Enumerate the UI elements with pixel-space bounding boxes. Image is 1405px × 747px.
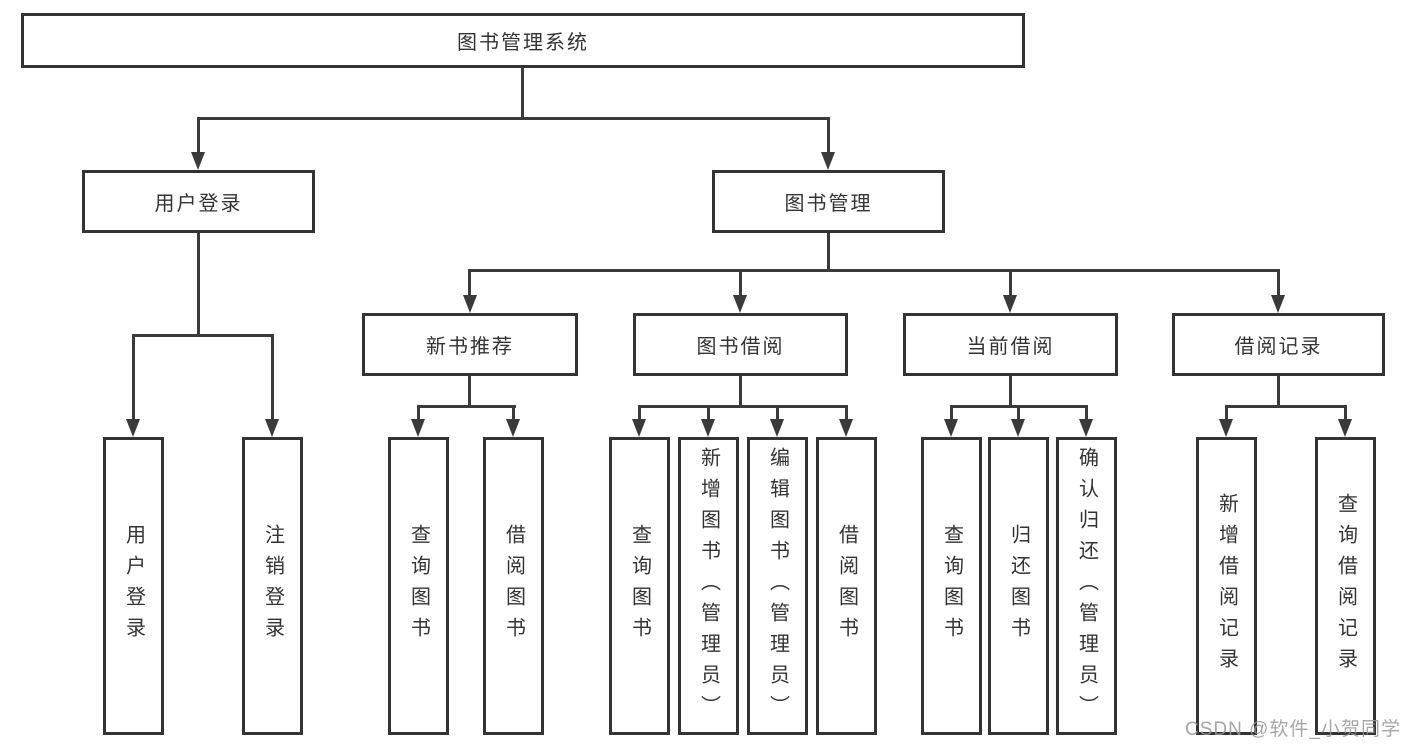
arrow-down-icon <box>265 419 279 437</box>
leaf-return-book: 归还图书 <box>988 437 1049 735</box>
arrow-down-icon <box>632 419 646 437</box>
connector-line <box>521 68 524 118</box>
connector-line <box>1225 405 1228 420</box>
arrow-down-icon <box>839 419 853 437</box>
connector-line <box>468 269 471 296</box>
watermark: CSDN @软件_小贺同学 <box>1185 719 1401 740</box>
leaf-add-borrow-record: 新增借阅记录 <box>1196 437 1257 735</box>
arrow-down-icon <box>126 419 140 437</box>
connector-line <box>417 405 420 420</box>
arrow-down-icon <box>1338 419 1352 437</box>
connector-line <box>1009 269 1012 296</box>
leaf-borrow-book-2: 借阅图书 <box>816 437 877 735</box>
leaf-confirm-return-admin: 确认归还（管理员） <box>1056 437 1117 735</box>
connector-line <box>739 269 742 296</box>
node-new-book-recommend: 新书推荐 <box>362 313 578 376</box>
arrow-down-icon <box>1011 419 1025 437</box>
connector-line <box>417 405 516 408</box>
connector-line <box>197 117 830 120</box>
arrow-down-icon <box>821 152 835 170</box>
connector-line <box>638 405 641 420</box>
leaf-borrow-book-1: 借阅图书 <box>483 437 544 735</box>
leaf-query-book-3: 查询图书 <box>921 437 982 735</box>
connector-line <box>197 233 200 335</box>
leaf-logout: 注销登录 <box>242 437 303 735</box>
arrow-down-icon <box>1079 419 1093 437</box>
connector-line <box>197 117 200 153</box>
connector-line <box>1344 405 1347 420</box>
connector-line <box>271 334 274 420</box>
arrow-down-icon <box>1271 295 1285 313</box>
leaf-query-borrow-record: 查询借阅记录 <box>1315 437 1376 735</box>
arrow-down-icon <box>191 152 205 170</box>
connector-line <box>1009 376 1012 406</box>
connector-line <box>1277 376 1280 406</box>
connector-line <box>827 233 830 270</box>
arrow-down-icon <box>733 295 747 313</box>
connector-line <box>827 117 830 153</box>
arrow-down-icon <box>944 419 958 437</box>
leaf-query-book-2: 查询图书 <box>609 437 670 735</box>
node-current-borrow: 当前借阅 <box>903 313 1118 376</box>
connector-line <box>132 334 135 420</box>
leaf-user-login: 用户登录 <box>103 437 164 735</box>
connector-line <box>1277 269 1280 296</box>
node-borrow-records: 借阅记录 <box>1172 313 1385 376</box>
node-root: 图书管理系统 <box>21 13 1025 68</box>
arrow-down-icon <box>506 419 520 437</box>
node-book-borrow: 图书借阅 <box>633 313 848 376</box>
arrow-down-icon <box>770 419 784 437</box>
connector-line <box>1085 405 1088 420</box>
arrow-down-icon <box>463 295 477 313</box>
leaf-query-book-1: 查询图书 <box>388 437 449 735</box>
connector-line <box>132 334 274 337</box>
arrow-down-icon <box>1003 295 1017 313</box>
connector-line <box>739 376 742 406</box>
connector-line <box>1017 405 1020 420</box>
connector-line <box>776 405 779 420</box>
connector-line <box>468 376 471 406</box>
connector-line <box>707 405 710 420</box>
connector-line <box>512 405 515 420</box>
connector-line <box>638 405 848 408</box>
connector-line <box>1225 405 1347 408</box>
arrow-down-icon <box>701 419 715 437</box>
connector-line <box>468 269 1280 272</box>
connector-line <box>950 405 953 420</box>
node-book-management: 图书管理 <box>712 170 945 233</box>
arrow-down-icon <box>1219 419 1233 437</box>
arrow-down-icon <box>411 419 425 437</box>
connector-line <box>845 405 848 420</box>
leaf-edit-book-admin: 编辑图书（管理员） <box>747 437 808 735</box>
node-user-login: 用户登录 <box>82 170 315 233</box>
leaf-add-book-admin: 新增图书（管理员） <box>678 437 739 735</box>
